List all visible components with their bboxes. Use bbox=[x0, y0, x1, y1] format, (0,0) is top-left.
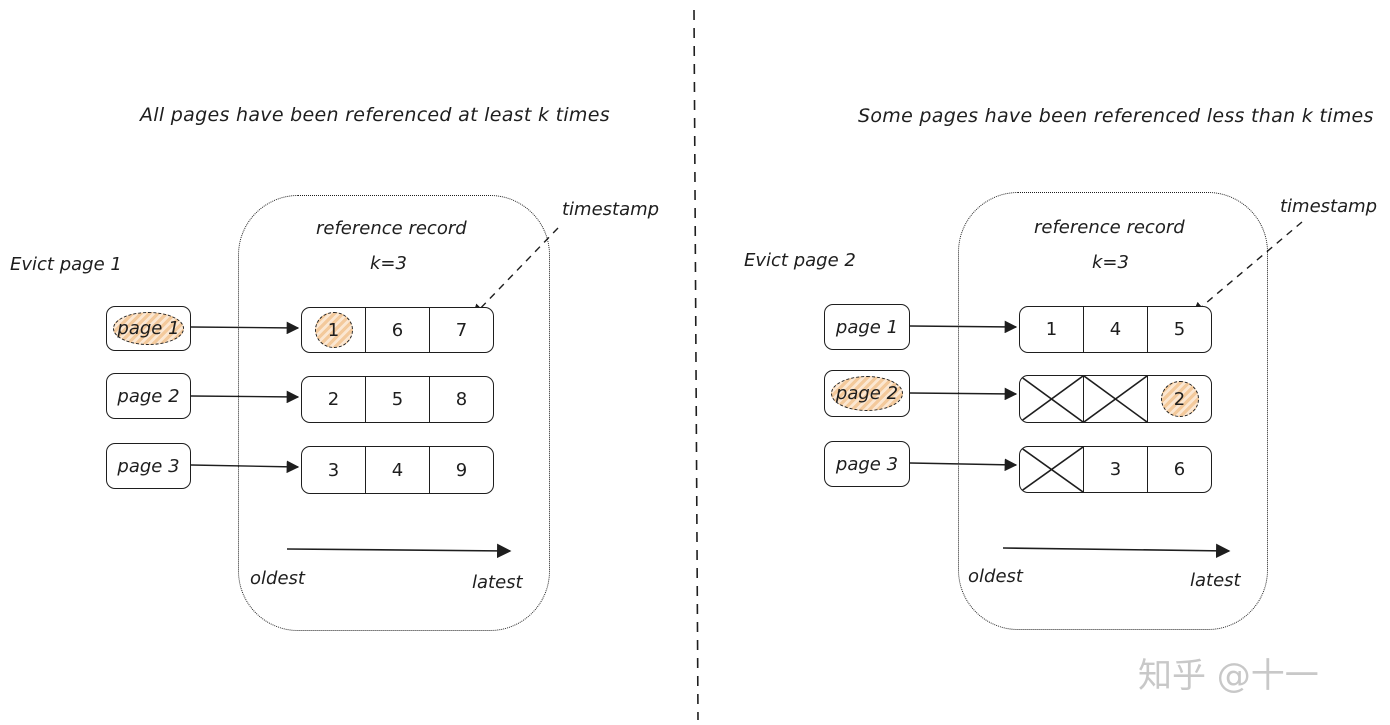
left-page-1-box: page 1 bbox=[106, 306, 191, 351]
right-record-page-1: 1 4 5 bbox=[1019, 306, 1212, 353]
right-record-3-cell-3: 6 bbox=[1148, 447, 1211, 492]
right-page-2-box: page 2 bbox=[824, 370, 910, 417]
timestamp-value: 1 bbox=[327, 319, 340, 341]
right-timestamp-label: timestamp bbox=[1280, 196, 1378, 217]
left-time-axis-arrow bbox=[286, 543, 512, 559]
left-k-label: k=3 bbox=[370, 253, 407, 274]
right-record-2-cell-2-empty bbox=[1084, 376, 1148, 422]
right-page-1-box: page 1 bbox=[824, 304, 910, 350]
timestamp-value: 9 bbox=[455, 459, 468, 481]
right-arrow-page-3 bbox=[909, 458, 1018, 472]
left-record-1-cell-1: 1 bbox=[302, 308, 366, 352]
left-evict-label: Evict page 1 bbox=[10, 254, 122, 275]
left-record-page-3: 3 4 9 bbox=[301, 446, 494, 494]
left-record-1-cell-1-highlight bbox=[314, 312, 353, 348]
right-record-page-2: 2 bbox=[1019, 375, 1212, 423]
left-panel-title: All pages have been referenced at least … bbox=[140, 104, 610, 126]
right-arrow-page-2 bbox=[909, 387, 1018, 401]
right-record-1-cell-2: 4 bbox=[1084, 307, 1148, 352]
right-record-1-cell-1: 1 bbox=[1020, 307, 1084, 352]
timestamp-value: 6 bbox=[1173, 459, 1186, 480]
left-record-3-cell-2: 4 bbox=[366, 447, 430, 493]
left-latest-label: latest bbox=[472, 572, 523, 593]
right-time-axis-arrow bbox=[1002, 543, 1231, 559]
right-record-3-cell-1-empty bbox=[1020, 447, 1084, 492]
right-record-2-cell-3: 2 bbox=[1148, 376, 1211, 422]
left-record-2-cell-1: 2 bbox=[302, 377, 366, 422]
left-record-2-cell-2: 5 bbox=[366, 377, 430, 422]
left-record-1-cell-2: 6 bbox=[366, 308, 430, 352]
timestamp-value: 1 bbox=[1045, 319, 1058, 340]
empty-slot-cross-icon bbox=[1020, 376, 1083, 422]
empty-slot-cross-icon bbox=[1020, 447, 1083, 492]
left-record-2-cell-3: 8 bbox=[430, 377, 493, 422]
left-record-3-cell-3: 9 bbox=[430, 447, 493, 493]
left-reference-record-label: reference record bbox=[316, 218, 467, 239]
timestamp-value: 2 bbox=[1173, 388, 1186, 410]
watermark: 知乎 @十一 bbox=[1138, 656, 1319, 696]
timestamp-value: 6 bbox=[391, 319, 404, 341]
left-record-page-1: 1 6 7 bbox=[301, 307, 494, 353]
right-latest-label: latest bbox=[1190, 570, 1241, 591]
right-timestamp-pointer bbox=[1192, 221, 1303, 315]
timestamp-value: 4 bbox=[1109, 319, 1122, 340]
right-page-2-label: page 2 bbox=[835, 383, 899, 404]
right-reference-record-frame bbox=[958, 192, 1268, 630]
timestamp-value: 3 bbox=[327, 459, 340, 481]
empty-slot-cross-icon bbox=[1084, 376, 1147, 422]
left-record-1-cell-3: 7 bbox=[430, 308, 493, 352]
left-page-1-label: page 1 bbox=[117, 318, 180, 339]
right-record-page-3: 3 6 bbox=[1019, 446, 1212, 493]
timestamp-value: 2 bbox=[327, 389, 340, 410]
right-oldest-label: oldest bbox=[968, 566, 1023, 587]
timestamp-value: 5 bbox=[1173, 319, 1186, 340]
left-arrow-page-3 bbox=[190, 460, 300, 474]
right-page-3-label: page 3 bbox=[835, 453, 899, 475]
left-page-2-box: page 2 bbox=[106, 373, 191, 419]
right-k-label: k=3 bbox=[1092, 252, 1129, 273]
timestamp-value: 7 bbox=[455, 319, 468, 341]
right-page-2-highlight bbox=[831, 376, 903, 411]
left-page-1-highlight bbox=[113, 312, 184, 345]
left-page-3-box: page 3 bbox=[106, 443, 191, 489]
left-timestamp-label: timestamp bbox=[562, 199, 660, 220]
timestamp-value: 8 bbox=[455, 389, 468, 410]
timestamp-value: 5 bbox=[391, 389, 404, 410]
right-record-1-cell-3: 5 bbox=[1148, 307, 1211, 352]
left-page-2-label: page 2 bbox=[117, 385, 180, 407]
timestamp-value: 4 bbox=[391, 459, 404, 481]
left-page-3-label: page 3 bbox=[117, 455, 180, 477]
timestamp-value: 3 bbox=[1109, 459, 1122, 480]
right-reference-record-label: reference record bbox=[1034, 217, 1185, 238]
left-record-page-2: 2 5 8 bbox=[301, 376, 494, 423]
panel-divider bbox=[693, 9, 699, 721]
right-panel-title: Some pages have been referenced less tha… bbox=[858, 105, 1374, 127]
right-page-3-box: page 3 bbox=[824, 441, 910, 487]
right-arrow-page-1 bbox=[909, 320, 1018, 334]
right-record-2-cell-1-empty bbox=[1020, 376, 1084, 422]
left-record-3-cell-1: 3 bbox=[302, 447, 366, 493]
right-record-3-cell-2: 3 bbox=[1084, 447, 1148, 492]
left-arrow-page-1 bbox=[190, 321, 300, 335]
right-page-1-label: page 1 bbox=[835, 316, 899, 338]
right-evict-label: Evict page 2 bbox=[744, 250, 856, 271]
right-record-2-cell-3-highlight bbox=[1160, 381, 1199, 417]
left-arrow-page-2 bbox=[190, 390, 300, 404]
left-oldest-label: oldest bbox=[250, 568, 305, 589]
left-reference-record-frame bbox=[238, 195, 550, 631]
